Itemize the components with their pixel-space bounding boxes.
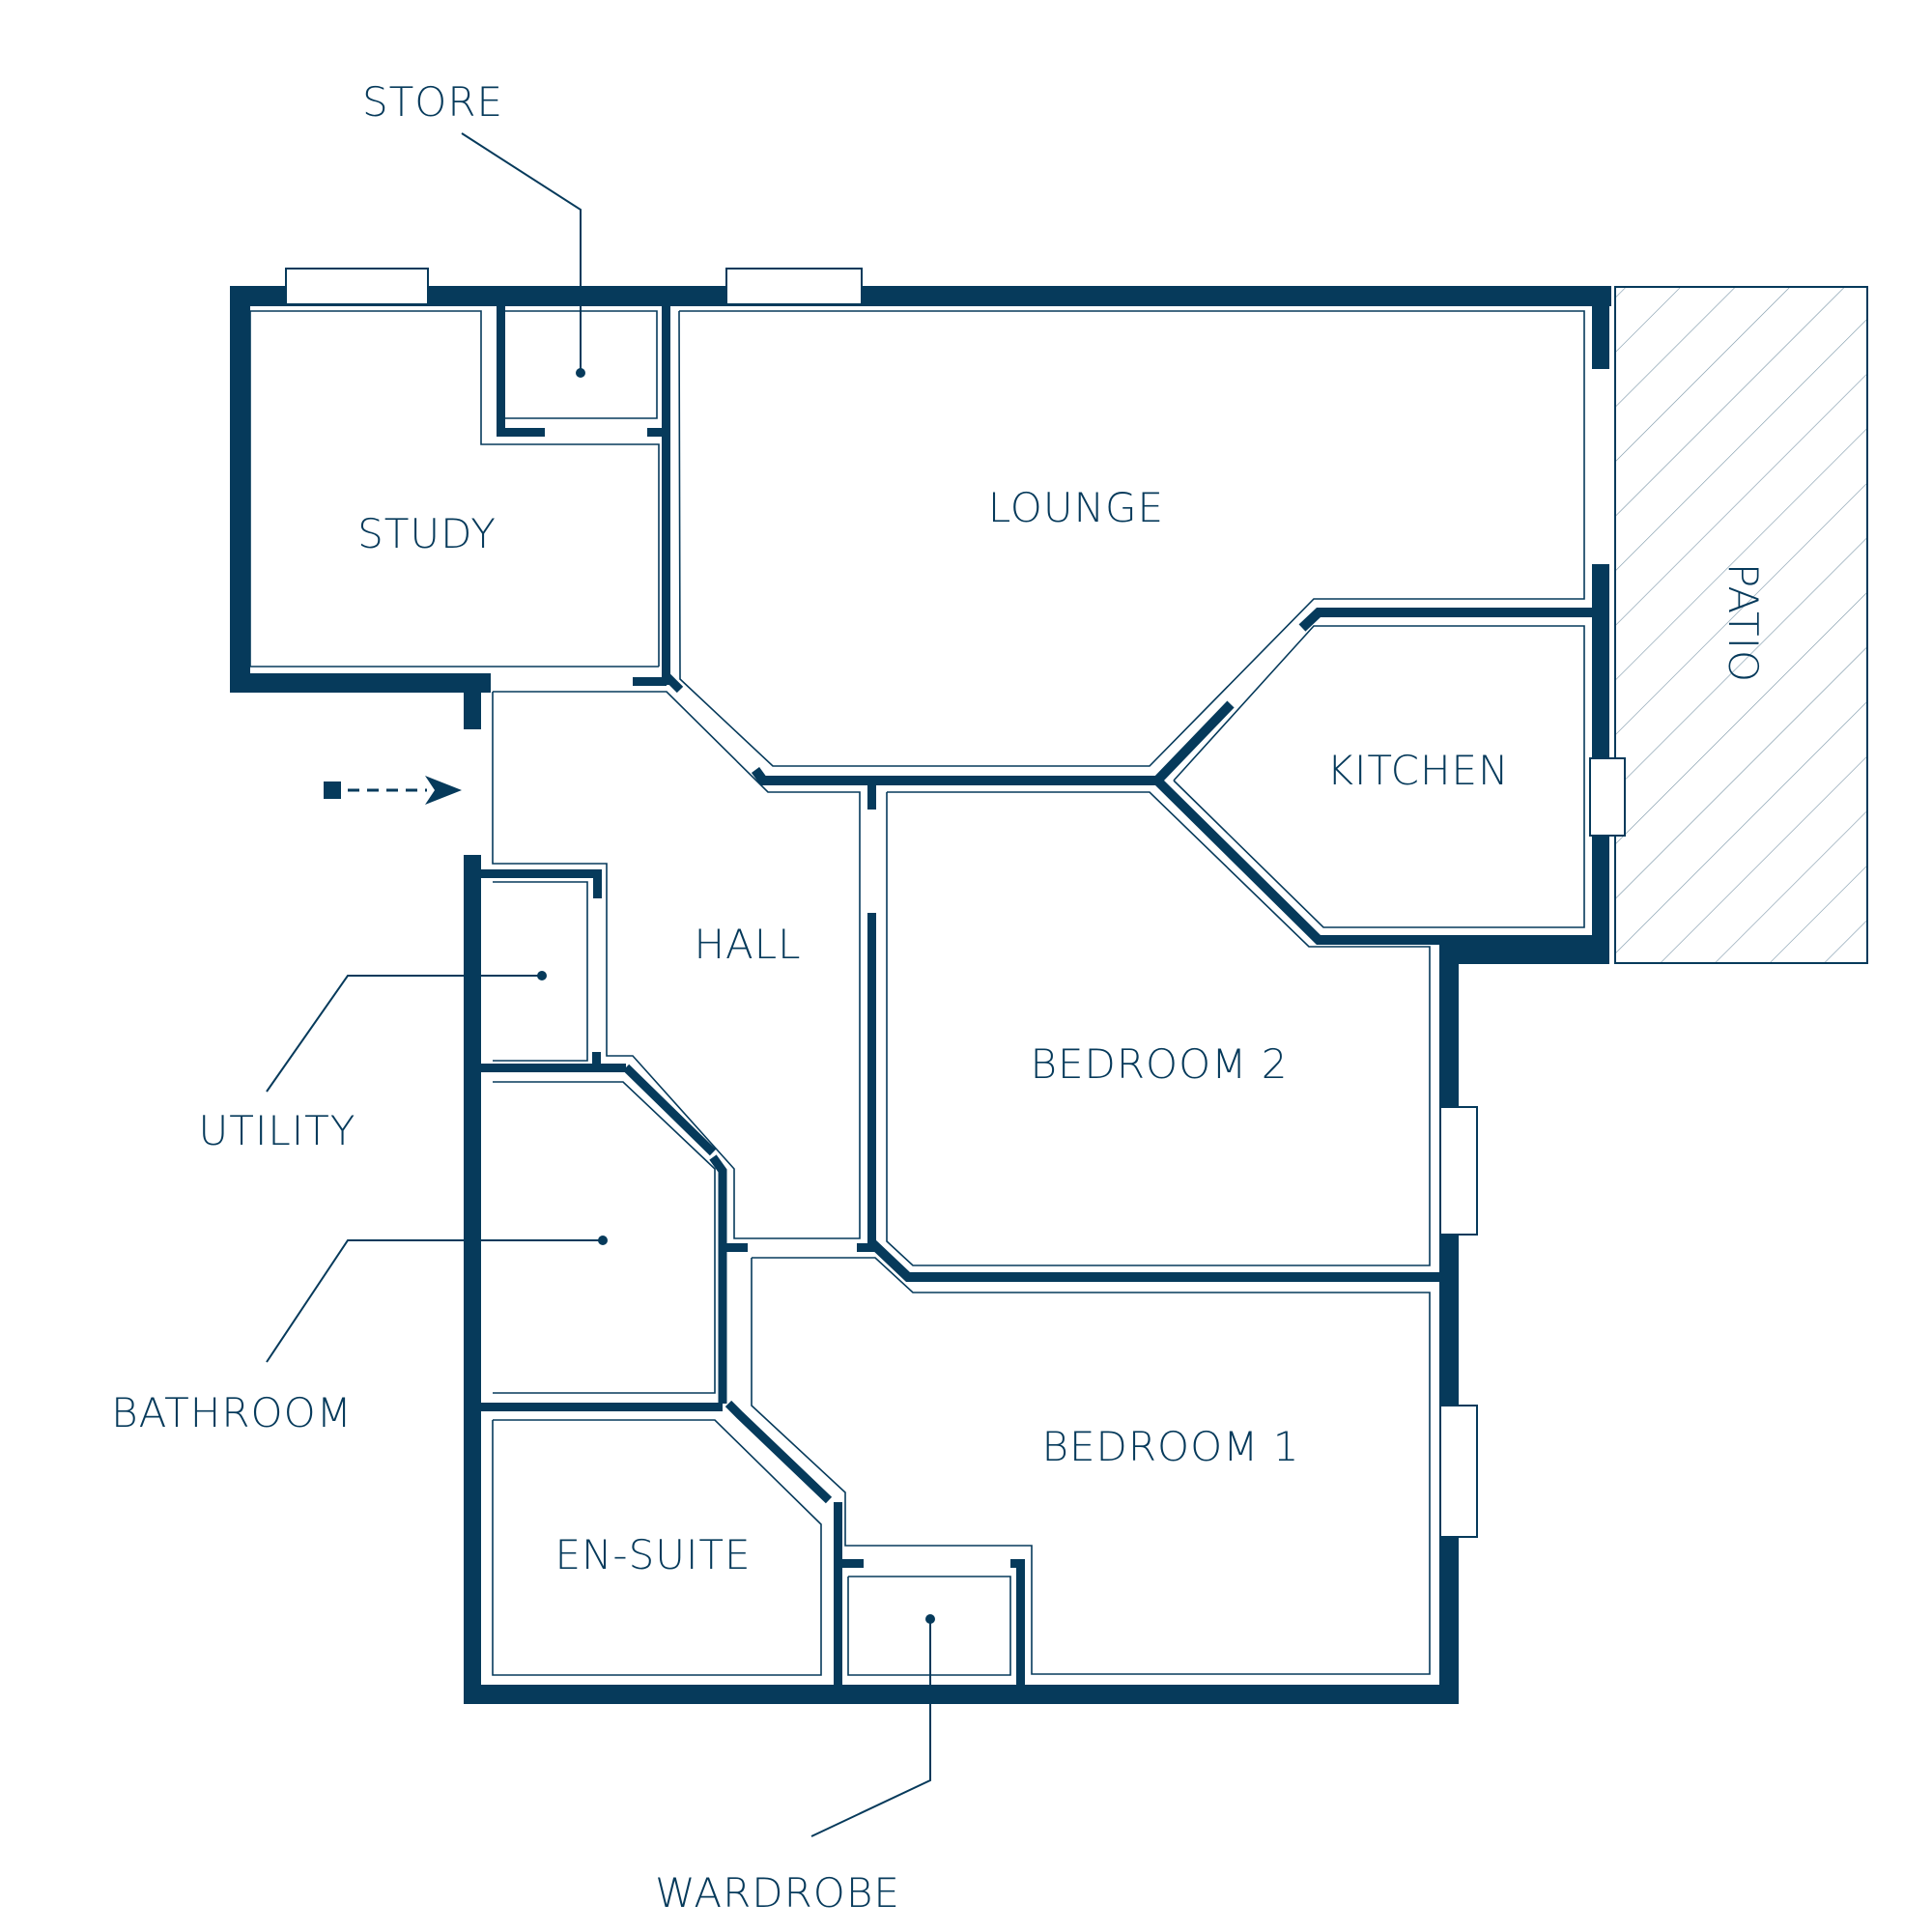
label-study: STUDY <box>357 510 497 557</box>
label-en-suite: EN-SUITE <box>554 1531 751 1578</box>
label-kitchen: KITCHEN <box>1327 747 1510 794</box>
label-lounge: LOUNGE <box>988 484 1164 531</box>
patio-area <box>1614 286 1868 964</box>
label-utility: UTILITY <box>199 1107 356 1154</box>
room-outlines <box>249 310 1585 1676</box>
entrance-arrow-icon <box>324 776 462 805</box>
label-store: STORE <box>362 78 503 126</box>
label-bedroom-1: BEDROOM 1 <box>1042 1423 1300 1470</box>
leader-lines <box>266 132 935 1837</box>
windows <box>285 268 1626 1538</box>
outer-walls <box>230 286 1611 1704</box>
label-bedroom-2: BEDROOM 2 <box>1031 1040 1289 1088</box>
label-wardrobe: WARDROBE <box>655 1869 900 1917</box>
label-bathroom: BATHROOM <box>111 1389 353 1436</box>
room-labels: STORE STUDY LOUNGE KITCHEN HALL BEDROOM … <box>111 78 1767 1917</box>
label-patio: PATIO <box>1719 563 1767 683</box>
interior-walls <box>481 306 1592 1686</box>
label-hall: HALL <box>694 921 801 968</box>
